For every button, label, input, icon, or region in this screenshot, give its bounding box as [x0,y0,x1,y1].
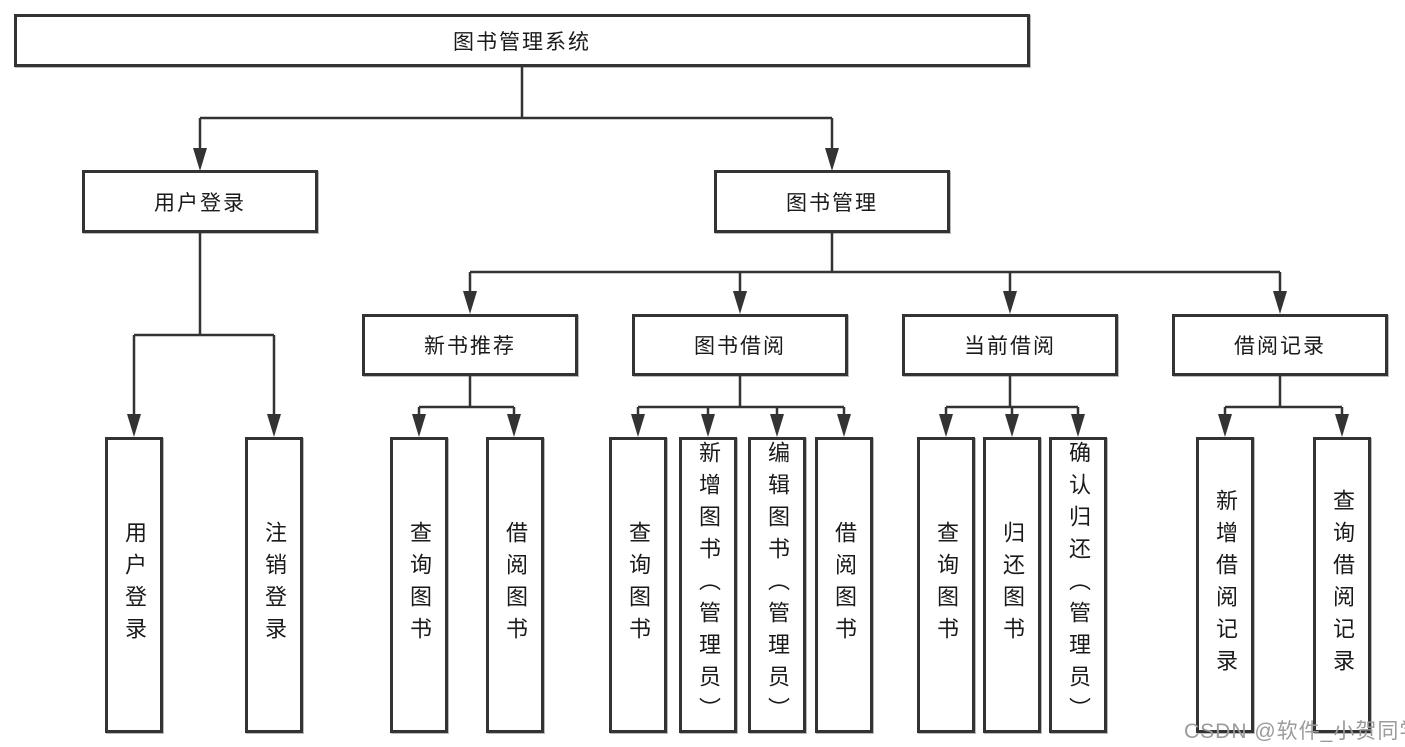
leaf-recommend-query-books: 查询图书 [390,437,448,733]
node-new-book-recommend: 新书推荐 [362,314,578,376]
leaf-borrow-add-books-admin: 新增图书（管理员） [679,437,737,733]
node-library-management-system: 图书管理系统 [14,14,1030,67]
csdn-watermark: CSDN @软件_小贺同学 [1184,720,1405,743]
leaf-current-return-books: 归还图书 [983,437,1041,733]
node-book-management: 图书管理 [714,170,950,233]
leaf-records-query-record: 查询借阅记录 [1313,437,1371,733]
leaf-borrow-borrow-books: 借阅图书 [815,437,873,733]
leaf-user-login: 用户登录 [105,437,163,733]
node-user-login: 用户登录 [82,170,318,233]
leaf-current-confirm-return-admin: 确认归还（管理员） [1049,437,1107,733]
leaf-borrow-query-books: 查询图书 [609,437,667,733]
leaf-records-add-record: 新增借阅记录 [1196,437,1254,733]
leaf-logout: 注销登录 [245,437,303,733]
leaf-borrow-edit-books-admin: 编辑图书（管理员） [748,437,806,733]
leaf-current-query-books: 查询图书 [917,437,975,733]
node-current-borrow: 当前借阅 [902,314,1118,376]
node-book-borrow: 图书借阅 [632,314,848,376]
leaf-recommend-borrow-books: 借阅图书 [486,437,544,733]
node-borrow-records: 借阅记录 [1172,314,1388,376]
